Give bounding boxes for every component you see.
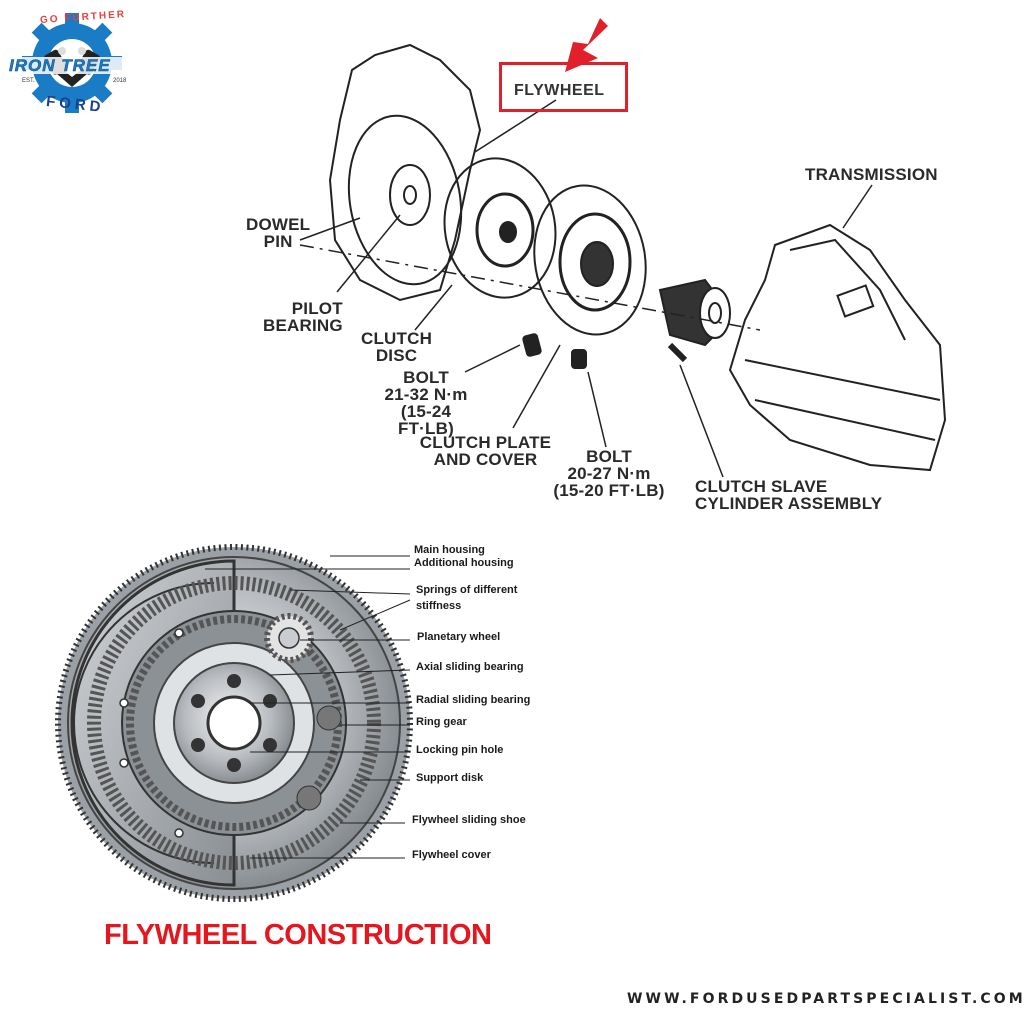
pressure-plate-shape: [533, 184, 647, 336]
flywheel-shape: [347, 114, 463, 286]
leader-clutch-disc: [414, 284, 453, 331]
label-bolt-2: BOLT 20-27 N·m (15-20 FT·LB): [553, 447, 665, 500]
leader-transmission: [842, 184, 873, 229]
part-label-support-disk: Support disk: [416, 772, 484, 784]
leader-clutch-plate: [512, 344, 561, 429]
iron-tree-ford-logo: GO FURTHER IRON TREE EST. 2018 FORD: [0, 0, 150, 125]
part-label-axial-sliding-bearing: Axial sliding bearing: [416, 661, 524, 673]
part-label-stiffness: stiffness: [416, 600, 462, 612]
red-arrow-icon: [565, 18, 608, 72]
construction-title: FLYWHEEL CONSTRUCTION: [104, 919, 492, 951]
logo-name: IRON TREE: [9, 56, 111, 76]
label-clutch-disc: CLUTCH DISC: [361, 329, 433, 365]
label-pilot-bearing: PILOT BEARING: [263, 299, 343, 335]
leader-bolt2: [587, 371, 607, 448]
clutch-exploded-illustration: [299, 18, 947, 478]
clutch-disc-shape: [443, 157, 557, 299]
label-slave-cylinder: CLUTCH SLAVE CYLINDER ASSEMBLY: [695, 477, 883, 513]
leader-slave-cylinder: [679, 364, 724, 478]
part-label-springs: Springs of different: [416, 584, 518, 596]
arc-springs: [87, 576, 381, 870]
part-label-ring-gear: Ring gear: [416, 716, 467, 728]
leader-dowel-pin: [299, 217, 361, 241]
leader-pilot-bearing: [336, 214, 401, 293]
label-transmission: TRANSMISSION: [805, 165, 938, 184]
part-label-flywheel-sliding-shoe: Flywheel sliding shoe: [412, 814, 526, 826]
flywheel-highlight-label: FLYWHEEL: [514, 82, 605, 99]
logo-est-year: 2018: [113, 78, 127, 84]
part-label-flywheel-cover: Flywheel cover: [412, 849, 491, 861]
part-leader-lines: [205, 555, 411, 859]
label-dowel-pin: DOWEL PIN: [246, 215, 311, 251]
label-clutch-plate-cover: CLUTCH PLATE AND COVER: [419, 433, 552, 469]
part-label-locking-pin-hole: Locking pin hole: [416, 744, 504, 756]
website-url[interactable]: WWW.FORDUSEDPARTSPECIALIST.COM: [627, 991, 1024, 1007]
flywheel-highlight-box: FLYWHEEL: [499, 62, 628, 112]
engine-plate: [328, 43, 482, 302]
part-label-additional-housing: Additional housing: [414, 557, 514, 569]
leader-bolt1: [464, 344, 521, 373]
logo-est-label: EST.: [22, 78, 35, 84]
logo-gear-icon: [6, 13, 142, 113]
transmission-shape: [728, 223, 947, 472]
part-label-radial-sliding-bearing: Radial sliding bearing: [416, 694, 531, 706]
leader-flywheel: [474, 99, 557, 153]
planetary-wheel: [264, 613, 314, 663]
part-label-main-housing: Main housing: [414, 544, 485, 556]
part-label-planetary-wheel: Planetary wheel: [417, 631, 501, 643]
label-bolt-1: BOLT 21-32 N·m (15-24 FT·LB): [384, 368, 468, 438]
